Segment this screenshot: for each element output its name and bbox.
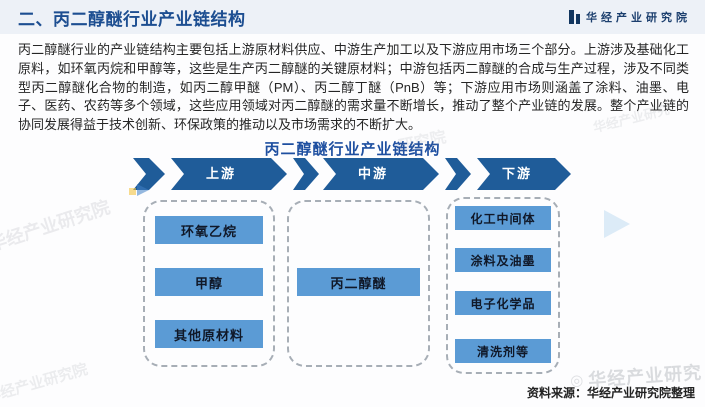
source-note: 资料来源：华经产业研究院整理 <box>526 386 695 400</box>
stage-label-upstream: 上游 <box>205 166 236 181</box>
page-title: 二、丙二醇醚行业产业链结构 <box>18 9 246 29</box>
header-band: 二、丙二醇醚行业产业链结构 华经产业研究院 <box>0 0 705 34</box>
upstream-node-other-materials: 其他原材料 <box>155 320 263 348</box>
chevron-stage-downstream <box>477 158 571 190</box>
midstream-node-propylene-glycol-ether: 丙二醇醚 <box>297 268 420 296</box>
chevron-sep2-icon <box>445 158 471 190</box>
downstream-node-cleaning-agents: 清洗剂等 <box>455 339 551 363</box>
upstream-column: 环氧乙烷 甲醇 其他原材料 <box>143 200 275 367</box>
brand-logo: 华经产业研究院 <box>569 9 691 25</box>
chevron-lead-icon <box>133 158 165 190</box>
chevron-sep1-icon <box>293 158 319 190</box>
chevron-process-band <box>133 158 571 190</box>
midstream-column: 丙二醇醚 <box>287 200 430 367</box>
watermark-triangle-icon <box>604 210 630 238</box>
intro-paragraph: 丙二醇醚行业的产业链结构主要包括上游原材料供应、中游生产加工以及下游应用市场三个… <box>18 42 689 133</box>
chevron-stage-midstream <box>323 158 439 190</box>
downstream-column: 化工中间体 涂料及油墨 电子化学品 清洗剂等 <box>446 197 560 374</box>
brand-logo-icon <box>569 10 580 24</box>
brand-name: 华经产业研究院 <box>586 12 691 24</box>
stage-label-midstream: 中游 <box>357 166 388 181</box>
upstream-node-ethylene-oxide: 环氧乙烷 <box>155 216 263 244</box>
watermark-text: 华经产业研究院 <box>0 196 113 255</box>
chevron-stage-upstream <box>171 158 287 190</box>
downstream-node-electronic-chemicals: 电子化学品 <box>455 291 551 315</box>
downstream-node-coatings-inks: 涂料及油墨 <box>455 248 551 272</box>
stage-label-downstream: 下游 <box>501 166 532 181</box>
upstream-node-methanol: 甲醇 <box>155 268 263 296</box>
downstream-node-chemical-intermediates: 化工中间体 <box>455 206 551 230</box>
diagram-title: 丙二醇醚行业产业链结构 <box>264 141 441 158</box>
